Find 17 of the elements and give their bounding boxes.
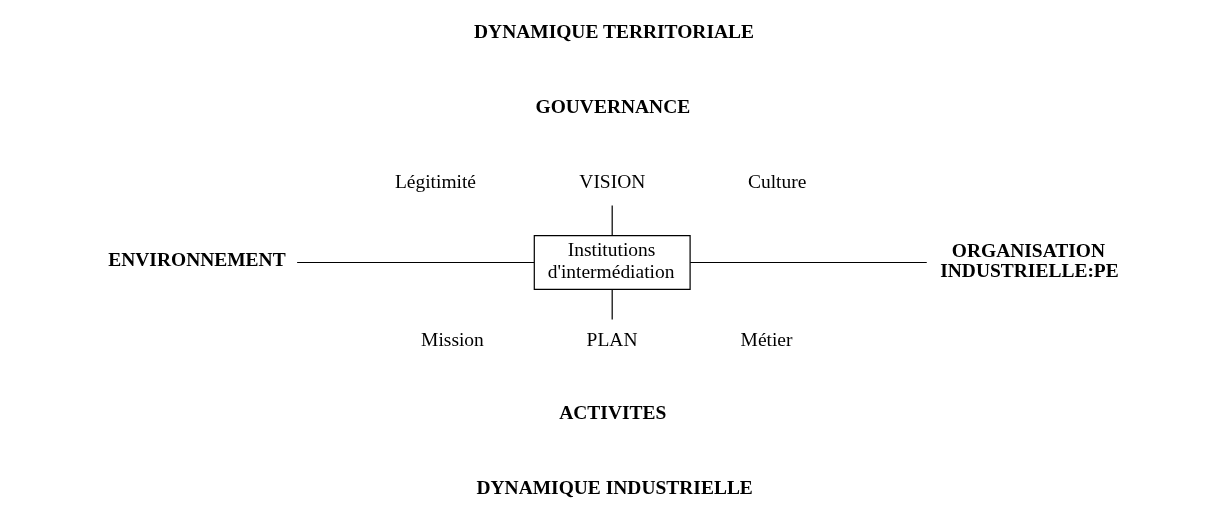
label: Légitimité	[394, 171, 476, 192]
label: GOUVERNANCE	[535, 95, 690, 117]
node-box: Institutions d'intermédiation	[533, 235, 691, 290]
connector	[611, 204, 613, 237]
node-text: ORGANISATION INDUSTRIELLE:PE	[939, 240, 1119, 281]
label: Mission	[420, 329, 484, 351]
node-text: VISION	[578, 171, 645, 192]
connector	[296, 261, 535, 264]
label: Métier	[740, 329, 793, 351]
connector	[689, 261, 927, 264]
connector	[611, 289, 613, 321]
label: DYNAMIQUE TERRITORIALE	[473, 21, 754, 43]
label: DYNAMIQUE INDUSTRIELLE	[475, 476, 753, 498]
label: ACTIVITES	[558, 402, 666, 424]
label: Culture	[747, 171, 806, 192]
node-text: PLAN	[586, 329, 637, 351]
node-text: ENVIRONNEMENT	[107, 248, 286, 270]
